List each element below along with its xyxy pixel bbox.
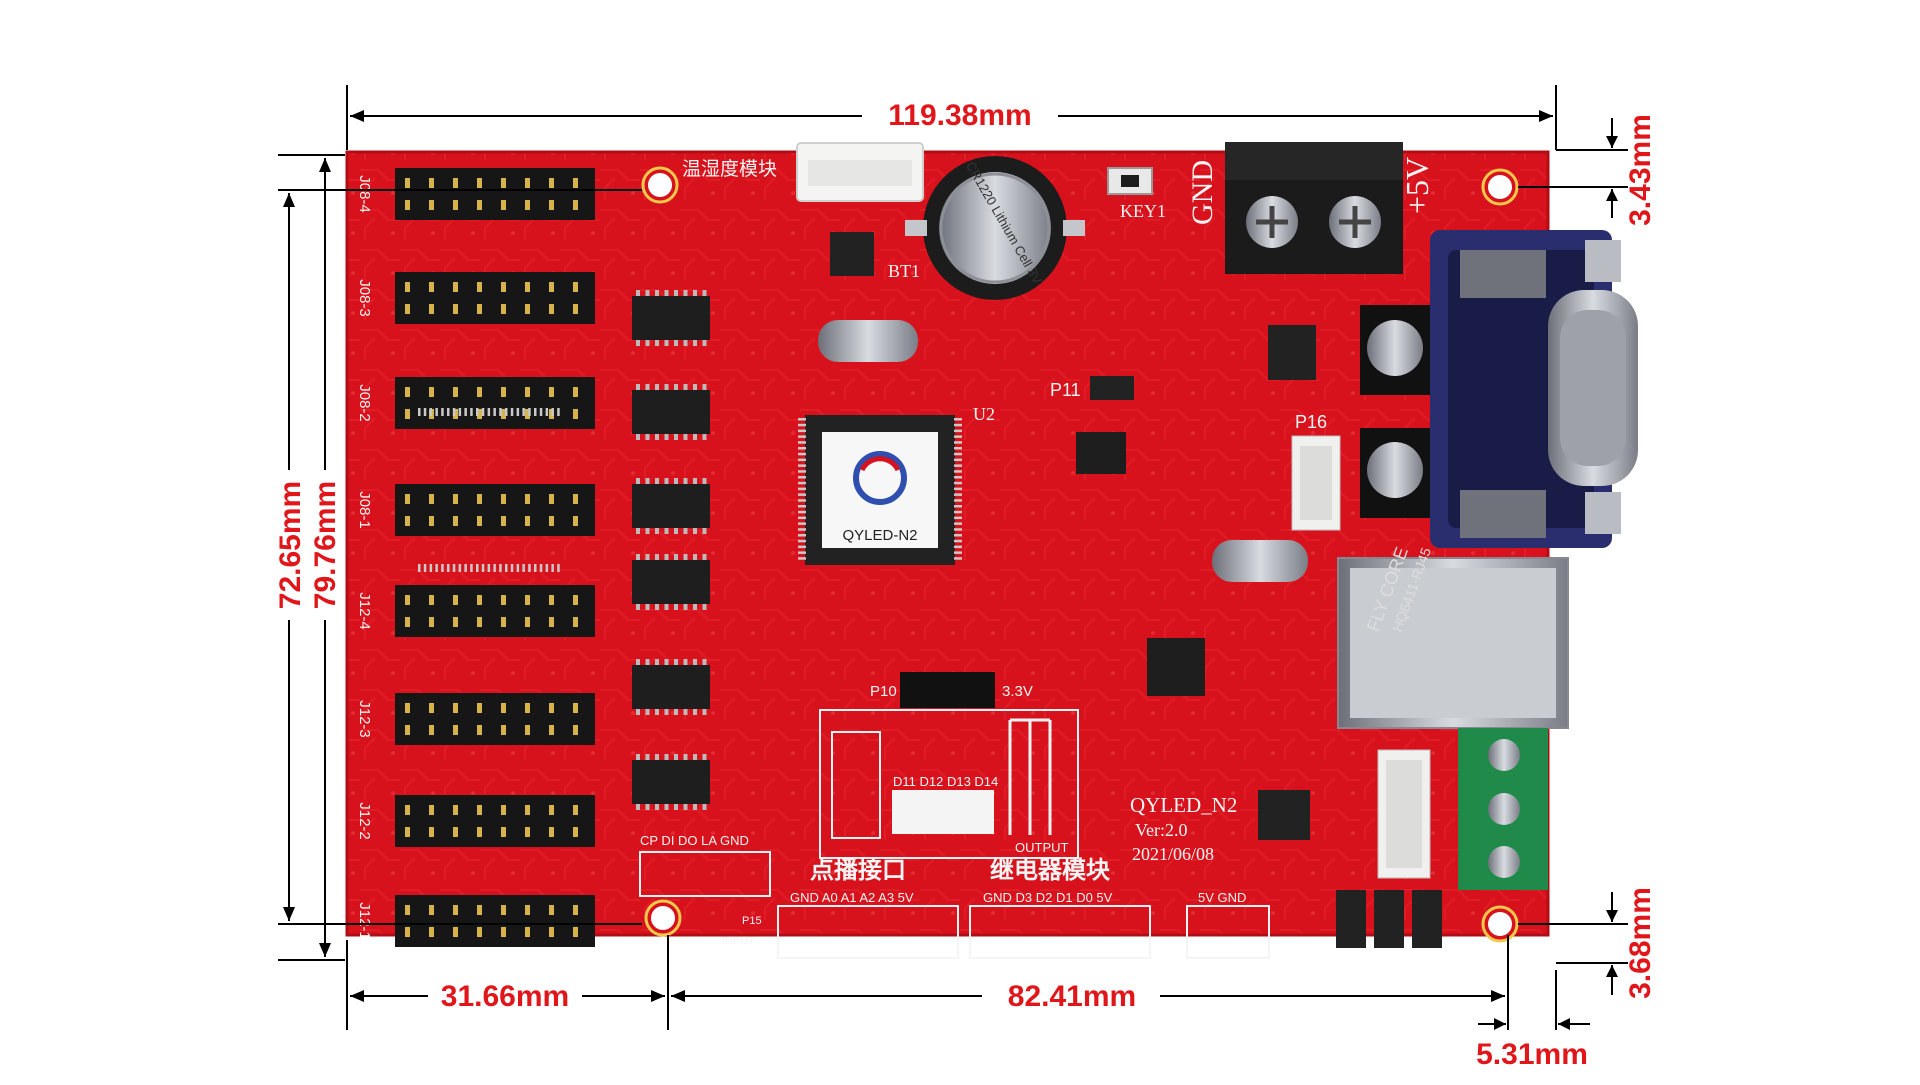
logic-ic-3 (632, 478, 710, 534)
gnd-label: GND (1186, 160, 1219, 225)
mount-hole-bottom-left (644, 899, 682, 937)
logic-ic-2 (632, 384, 710, 440)
broadcast-port-label: 点播接口 (810, 857, 906, 884)
hub-header-j08-3: J08-3 (356, 272, 595, 324)
relay-pins-label: GND D3 D2 D1 D0 5V (983, 890, 1113, 905)
silk-date: 2021/06/08 (1132, 844, 1214, 864)
hub-header-label: J08-2 (356, 384, 373, 422)
hub-header-label: J12-4 (356, 592, 373, 630)
diode-block (892, 790, 994, 834)
module-outline (819, 709, 1079, 859)
relay-header (969, 905, 1151, 959)
dim-bottom-left: 31.66mm (441, 980, 569, 1013)
hub-header-j12-2: J12-2 (356, 795, 595, 847)
point-header (777, 905, 959, 959)
temp-module-label: 温湿度模块 (682, 158, 777, 180)
u2-label: U2 (973, 404, 995, 424)
dim-bottom-right: 5.31mm (1476, 1038, 1588, 1071)
dim-top-width: 119.38mm (888, 99, 1031, 132)
logic-ic-1 (632, 290, 710, 346)
dim-bottom-middle: 82.41mm (1008, 980, 1136, 1013)
p15-label: P15 (742, 915, 762, 927)
power-pins-label: 5V GND (1198, 890, 1246, 905)
p11-header (1090, 376, 1134, 400)
diode-labels: D11 D12 D13 D14 (893, 774, 998, 789)
mount-hole-top-left (641, 166, 679, 204)
point-pins-label: GND A0 A1 A2 A3 5V (790, 890, 914, 905)
temp-module-connector (796, 142, 924, 202)
mount-hole-top-right (1481, 168, 1519, 206)
driver-chip (1258, 790, 1310, 840)
electrolytic-capacitor-2 (1360, 428, 1430, 518)
silk-version: Ver:2.0 (1135, 820, 1188, 840)
hub-header-j08-1: J08-1 (356, 484, 595, 536)
p16-label: P16 (1295, 412, 1327, 432)
logic-ic-4 (632, 554, 710, 610)
pcb-board: J08-4J08-3J08-2J08-1J12-4J12-3J12-2J12-1… (345, 142, 1638, 959)
dim-right-top: 3.43mm (1624, 114, 1657, 226)
rtc-chip (830, 232, 874, 276)
logic-ic-column (632, 290, 710, 810)
p11-label: P11 (1050, 380, 1081, 400)
hub-header-label: J08-1 (356, 491, 373, 529)
hub-header-j12-3: J12-3 (356, 693, 595, 745)
coin-battery: CR1220 Lithium Cell 3V (905, 156, 1085, 300)
hub-small-header (639, 851, 771, 897)
v5-label: +5V (1399, 157, 1435, 214)
dim-left-outer: 79.76mm (309, 481, 342, 609)
v33-label: 3.3V (1002, 683, 1033, 700)
rs485-terminal (1458, 728, 1548, 890)
silk-model: QYLED_N2 (1130, 793, 1237, 817)
logic-ic-5 (632, 659, 710, 715)
regulator-chip (1268, 325, 1316, 380)
hub-header-j12-4: J12-4 (356, 585, 595, 637)
eeprom-chip (1076, 432, 1126, 474)
power-terminal (1225, 142, 1403, 274)
hub-header-j12-1: J12-1 (356, 895, 595, 947)
electrolytic-capacitor-1 (1360, 305, 1430, 395)
crystal-y2 (818, 320, 918, 362)
p16-connector (1291, 435, 1341, 531)
dimension-annotations: 119.38mm 3.43mm 3.68mm 72.65mm 79.76mm (274, 85, 1657, 1071)
hub-header-label: J12-3 (356, 700, 373, 738)
mount-hole-bottom-right (1481, 905, 1519, 943)
hub-header-label: J12-1 (356, 902, 373, 940)
p10-label: P10 (870, 683, 897, 700)
hub-header-label: J08-3 (356, 279, 373, 317)
mcu-logo-text: QYLED-N2 (842, 527, 917, 544)
output-label: OUTPUT (1015, 840, 1069, 855)
relay-module-label: 继电器模块 (990, 856, 1110, 884)
hub-header-j08-4: J08-4 (356, 168, 595, 220)
key-button (1107, 167, 1153, 195)
dim-left-inner: 72.65mm (274, 481, 307, 609)
ethernet-chip (1147, 638, 1205, 696)
input-label: INPUT (722, 935, 755, 947)
mcu-chip: QYLED-N2 (418, 408, 962, 572)
dip-socket (831, 731, 881, 839)
key-label: KEY1 (1120, 201, 1166, 221)
p21-connector (1377, 749, 1431, 879)
battery-label: BT1 (888, 261, 920, 281)
hub-header-label: J08-4 (356, 175, 373, 213)
dim-right-bottom: 3.68mm (1624, 887, 1657, 999)
crystal-y100 (1212, 540, 1308, 582)
hub-top-row-label: CP DI DO LA GND (640, 833, 749, 848)
db9-serial-port (1430, 230, 1638, 548)
logic-ic-6 (632, 754, 710, 810)
bottom-diodes (1336, 890, 1442, 948)
hub-header-label: J12-2 (356, 802, 373, 840)
rj45-port: FLY CORE HQ6411-RJ45 (1337, 544, 1569, 729)
antenna-trace (1008, 718, 1052, 835)
power-header (1186, 905, 1270, 959)
p10-header (900, 672, 995, 708)
